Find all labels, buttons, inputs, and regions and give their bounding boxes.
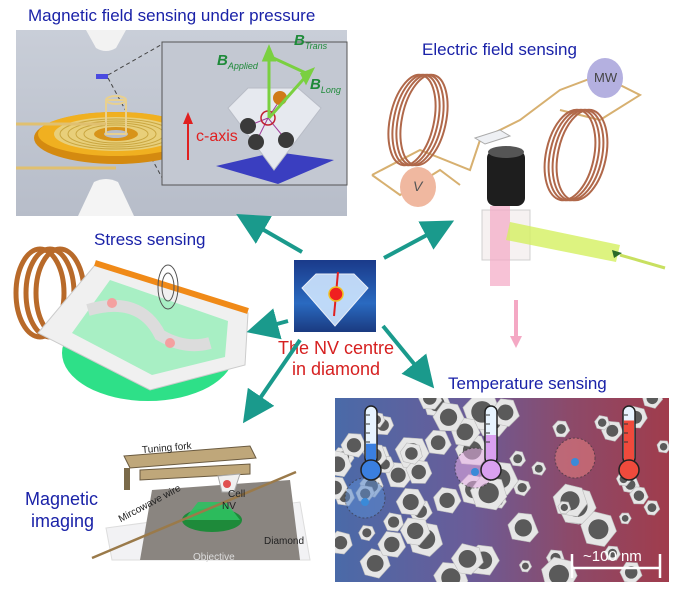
upper-anvil-icon <box>86 30 126 51</box>
laser-input-line <box>619 253 666 270</box>
thermometer-cold-bulb <box>360 459 382 481</box>
nv-spot-icon <box>107 298 117 308</box>
nv-centre-image <box>294 260 376 332</box>
electric-sensing-illustration <box>371 58 666 348</box>
b-applied-label: BApplied <box>217 52 258 71</box>
nv-spin-icon <box>361 498 369 506</box>
cell-label: Cell <box>228 489 246 500</box>
nv-centre-label: The NV centre in diamond <box>268 338 404 380</box>
carbon-atom-icon <box>248 134 264 150</box>
b-trans-label: BTrans <box>294 32 328 51</box>
left-coil-icon <box>387 73 449 167</box>
temperature-sensing-title: Temperature sensing <box>448 374 607 393</box>
electric-sensing-title: Electric field sensing <box>422 40 577 59</box>
mw-label: MW <box>594 70 618 85</box>
orange-bar-icon <box>94 260 249 314</box>
magnetic-pressure-illustration <box>16 30 348 216</box>
nv-centre-label-line1: The NV centre <box>277 338 395 358</box>
field-rings-icon <box>157 264 179 310</box>
nv-label: NV <box>222 501 236 512</box>
nanodiamond-field <box>335 398 669 582</box>
lower-anvil-icon <box>78 179 134 216</box>
nv-spot-icon <box>165 338 175 348</box>
thermometer-cold-fill <box>366 443 376 464</box>
right-coil-icon <box>543 108 609 202</box>
tuning-fork-icon <box>123 445 257 490</box>
circuit-wire <box>371 73 643 176</box>
nv-centre-label-line2: in diamond <box>291 359 381 379</box>
stress-sensing-title: Stress sensing <box>94 230 206 249</box>
zoom-line-bottom <box>107 77 167 186</box>
carbon-atom-icon <box>240 118 256 134</box>
gasket-cylinder-icon <box>105 99 127 135</box>
mw-source-icon <box>587 58 623 98</box>
green-laser-beam <box>506 222 620 262</box>
scale-bar-label: ~100 nm <box>583 548 642 565</box>
thermometer-hot-fill <box>624 420 634 464</box>
b-long-label: BLong <box>310 76 341 95</box>
thermometer-hot-bulb <box>618 459 640 481</box>
cell-icon <box>223 480 231 488</box>
microwave-wire-icon <box>91 470 297 560</box>
magnetic-pressure-panel: BApplied BTrans BLong c-axis <box>16 30 348 216</box>
b-trans-arrow <box>268 54 309 76</box>
pink-beam <box>490 206 510 286</box>
magnetic-pressure-title: Magnetic field sensing under pressure <box>28 6 316 25</box>
magnetic-imaging-title: Magnetic imaging <box>25 488 98 532</box>
magnetic-imaging-illustration <box>91 445 311 561</box>
diamond-label: Diamond <box>264 536 305 547</box>
laser-cone-icon <box>184 502 240 520</box>
magnetic-imaging-title-line2: imaging <box>31 511 95 531</box>
thermometer-warm-fill <box>486 435 496 464</box>
voltmeter-icon <box>400 167 436 207</box>
temperature-panel: ~100 nm <box>335 398 669 582</box>
sample-marker-icon <box>96 74 108 79</box>
stress-sensing-illustration <box>13 246 249 401</box>
diamond-crystal-icon <box>227 87 322 171</box>
b-long-arrow <box>267 73 310 119</box>
nv-spin-icon <box>571 458 579 466</box>
nv-spin-icon <box>471 468 479 476</box>
objective-lens-icon <box>487 150 525 206</box>
diamond-nv-icon <box>301 271 369 327</box>
thermometer-warm-bulb <box>480 459 502 481</box>
magnetic-imaging-title-line1: Magnetic <box>25 489 99 509</box>
c-axis-label: c-axis <box>196 128 238 145</box>
v-label: V <box>413 178 423 194</box>
sample-plate-icon <box>473 129 512 145</box>
carbon-atom-icon <box>278 132 294 148</box>
objective-label: Objective <box>193 552 235 563</box>
nv-defect-icon <box>328 286 344 302</box>
